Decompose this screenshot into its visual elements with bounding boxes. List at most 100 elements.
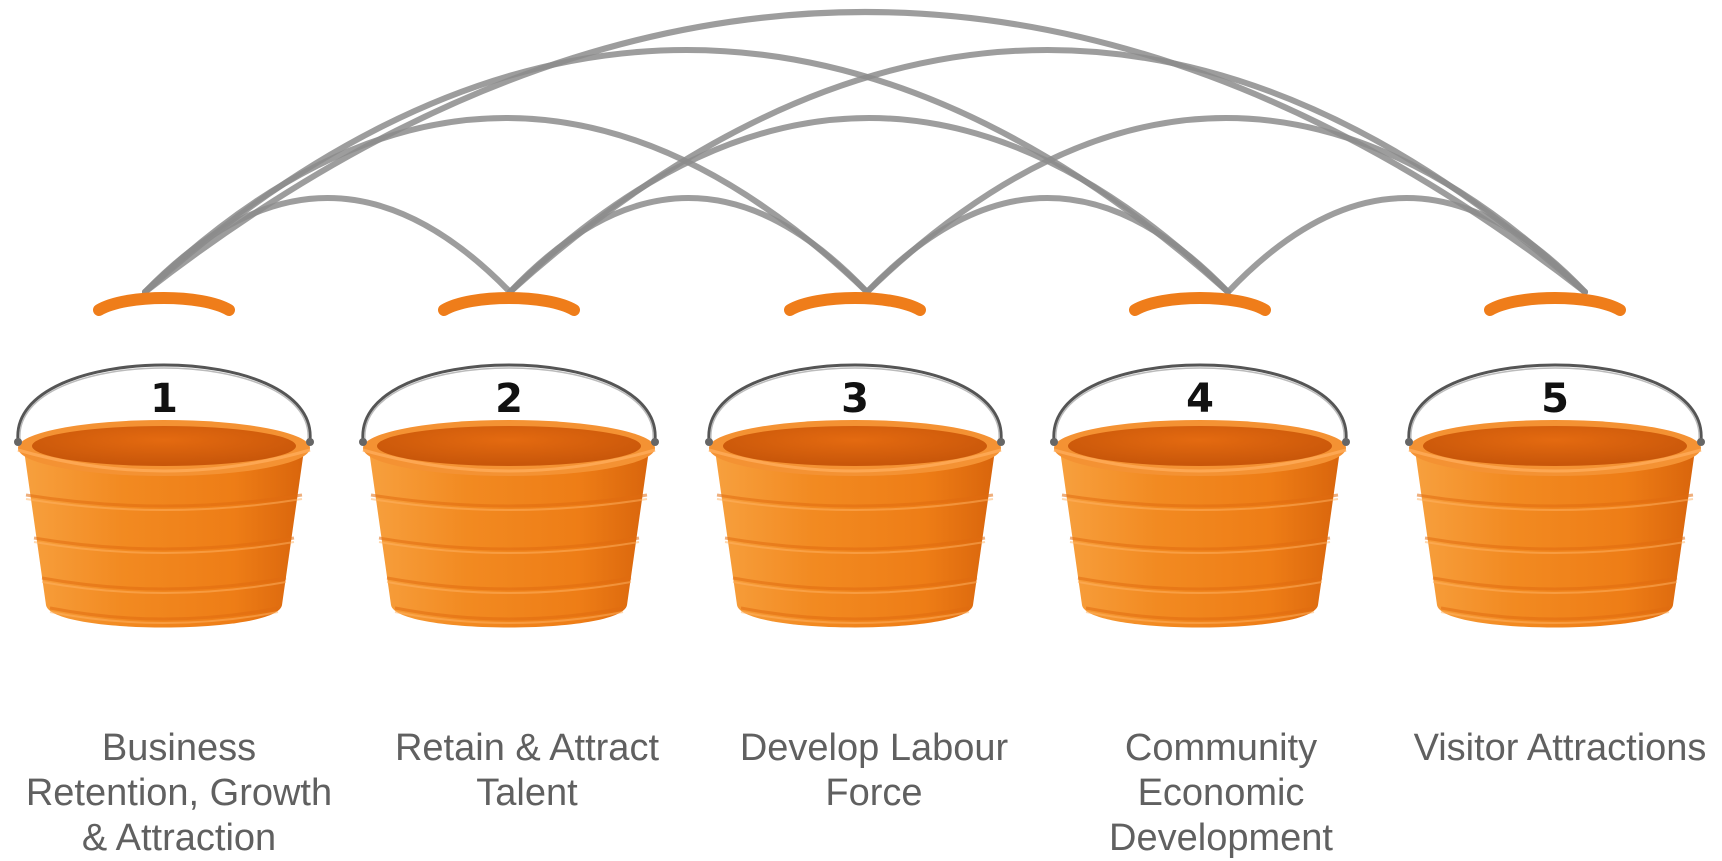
bucket-handle-wire <box>1407 363 1703 441</box>
bucket-handle-knob <box>1405 438 1413 446</box>
bucket-rib <box>49 606 279 621</box>
bucket-4-number: 4 <box>1186 376 1214 422</box>
bucket-rib <box>41 576 287 591</box>
bucket-handle-knob <box>14 438 22 446</box>
bucket-handle-wire-shine <box>1410 367 1700 441</box>
bucket-rib <box>716 493 994 508</box>
bucket-handle-wire <box>16 363 312 441</box>
bucket-rib <box>1085 606 1315 621</box>
bucket-handle-wire <box>1052 363 1348 441</box>
bucket-rib-highlight <box>1424 541 1686 554</box>
bucket-body <box>715 450 995 628</box>
bucket-rib <box>732 576 978 591</box>
bucket-handle-knob <box>1050 438 1058 446</box>
bucket-handle-grip <box>784 292 926 316</box>
bucket-2-label: Retain & Attract Talent <box>367 726 687 816</box>
bucket-rib-highlight <box>41 581 287 594</box>
bucket-4-icon <box>1050 292 1350 628</box>
bucket-handle-grip <box>93 292 235 316</box>
bucket-1-label-line: Business <box>101 727 257 769</box>
bucket-rib-highlight <box>1085 611 1315 624</box>
bucket-1: 1 <box>6 292 322 720</box>
bucket-4-label-line: Economic <box>1137 772 1305 814</box>
arc-1-5 <box>142 9 1588 295</box>
bucket-2-icon <box>359 292 659 628</box>
bucket-rim-inner <box>723 426 987 466</box>
bucket-1-icon <box>14 292 314 628</box>
bucket-rib <box>1069 536 1331 551</box>
bucket-1-number: 1 <box>150 376 178 422</box>
bucket-rib <box>724 536 986 551</box>
bucket-2: 2 <box>351 292 667 720</box>
bucket-handle-grip <box>1129 292 1271 316</box>
bucket-handle-wire <box>361 363 657 441</box>
bucket-rib-highlight <box>1440 611 1670 624</box>
connection-arcs <box>142 9 1588 295</box>
bucket-4-label: Community Economic Development <box>1061 726 1381 861</box>
bucket-rib <box>1416 493 1694 508</box>
bucket-rib-highlight <box>1069 541 1331 554</box>
arc-3-5 <box>864 115 1588 295</box>
bucket-5-label: Visitor Attractions <box>1400 726 1720 771</box>
bucket-3-label: Develop Labour Force <box>714 726 1034 816</box>
bucket-rib-highlight <box>394 611 624 624</box>
bucket-2-number: 2 <box>495 376 523 422</box>
bucket-rib <box>1432 576 1678 591</box>
bucket-rib-highlight <box>716 498 994 511</box>
bucket-rim-highlight <box>1408 448 1702 473</box>
bucket-3-icon <box>705 292 1005 628</box>
bucket-rim-inner <box>1423 426 1687 466</box>
bucket-rib-highlight <box>49 611 279 624</box>
bucket-rib-highlight <box>370 498 648 511</box>
bucket-rib <box>1061 493 1339 508</box>
bucket-handle-knob <box>651 438 659 446</box>
bucket-handle-knob <box>1697 438 1705 446</box>
bucket-body <box>1415 450 1695 628</box>
bucket-rib-highlight <box>386 581 632 594</box>
bucket-3-label-line: Force <box>825 772 923 814</box>
bucket-rim-inner <box>32 426 296 466</box>
bucket-rib-highlight <box>1416 498 1694 511</box>
bucket-rib <box>378 536 640 551</box>
bucket-rib-highlight <box>378 541 640 554</box>
bucket-rib-highlight <box>740 611 970 624</box>
bucket-handle-grip <box>1484 292 1626 316</box>
bucket-3-number: 3 <box>841 376 869 422</box>
bucket-rim-highlight <box>362 448 656 473</box>
bucket-4-label-line: Community <box>1124 727 1318 769</box>
bucket-5-icon <box>1405 292 1705 628</box>
bucket-rib-highlight <box>1077 581 1323 594</box>
bucket-rib <box>370 493 648 508</box>
bucket-rim-highlight <box>17 448 311 473</box>
arc-4-5 <box>1225 195 1588 295</box>
bucket-handle-wire-shine <box>19 367 309 441</box>
bucket-2-label-line: Retain & Attract <box>394 727 659 769</box>
bucket-5-number: 5 <box>1541 376 1569 422</box>
bucket-handle-knob <box>997 438 1005 446</box>
bucket-handle-wire-shine <box>364 367 654 441</box>
bucket-handle-wire-shine <box>1055 367 1345 441</box>
bucket-rib-highlight <box>25 498 303 511</box>
bucket-1-label-line: & Attraction <box>81 817 277 859</box>
bucket-1-label-line: Retention, Growth <box>25 772 333 814</box>
bucket-rib <box>740 606 970 621</box>
bucket-rib <box>1440 606 1670 621</box>
bucket-body <box>369 450 649 628</box>
bucket-rib-highlight <box>732 581 978 594</box>
bucket-3: 3 <box>697 292 1013 720</box>
bucket-rim-highlight <box>1053 448 1347 473</box>
bucket-handle-wire-shine <box>710 367 1000 441</box>
bucket-rib <box>1424 536 1686 551</box>
bucket-rib <box>33 536 295 551</box>
bucket-handle-wire <box>707 363 1003 441</box>
bucket-body <box>24 450 304 628</box>
bucket-handle-knob <box>705 438 713 446</box>
bucket-rib-highlight <box>1061 498 1339 511</box>
bucket-handle-grip <box>438 292 580 316</box>
bucket-4: 4 <box>1042 292 1358 720</box>
bucket-4-label-line: Development <box>1109 817 1333 859</box>
bucket-rib-highlight <box>33 541 295 554</box>
bucket-handle-knob <box>1342 438 1350 446</box>
bucket-5: 5 <box>1397 292 1713 720</box>
